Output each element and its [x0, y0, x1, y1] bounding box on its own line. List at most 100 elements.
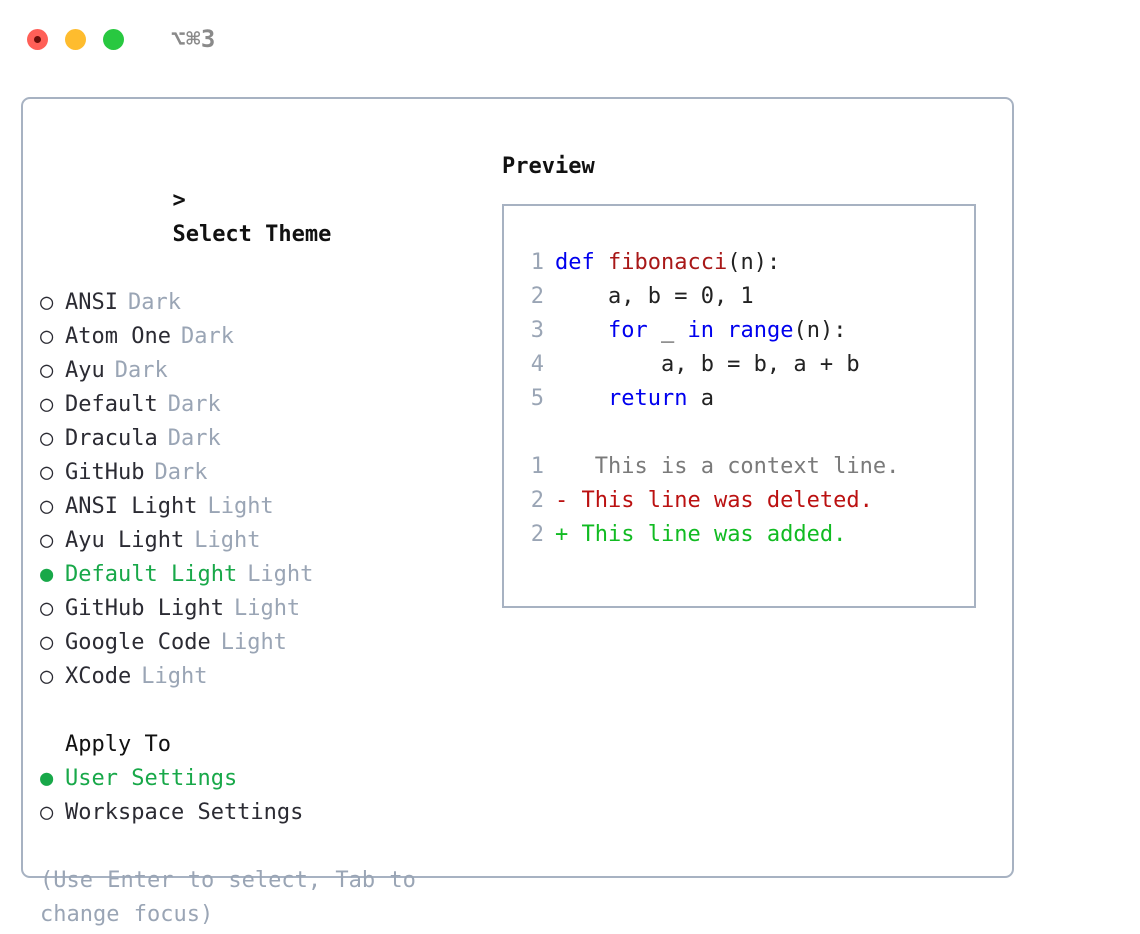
apply-to-option-workspace-settings[interactable]: ○ Workspace Settings: [40, 796, 480, 830]
code-token-kw: range: [727, 318, 794, 343]
apply-to-option-label: Workspace Settings: [65, 800, 304, 825]
theme-variant-tag: Light: [207, 494, 274, 519]
diff-line-text: This line was deleted.: [568, 488, 873, 513]
theme-option-label: Ayu: [65, 358, 105, 383]
code-line-text: def fibonacci(n):: [555, 246, 780, 280]
prompt-caret-icon: >: [172, 188, 186, 213]
code-line-text: return a: [555, 382, 714, 416]
window-controls: [27, 28, 124, 50]
code-token-pl: [714, 318, 727, 343]
code-token-fn: fibonacci: [607, 250, 728, 275]
spacer: [518, 416, 974, 450]
keyboard-shortcut-label: ⌥⌘3: [171, 25, 216, 53]
theme-variant-tag: Light: [247, 562, 314, 587]
code-token-pl: (n):: [793, 318, 847, 343]
radio-unselected-icon: ○: [40, 664, 54, 689]
radio-unselected-icon: ○: [40, 392, 54, 417]
radio-unselected-icon: ○: [40, 460, 54, 485]
line-number: 1: [530, 454, 544, 479]
radio-unselected-icon: ○: [40, 528, 54, 553]
theme-variant-tag: Light: [194, 528, 261, 553]
code-token-pl: _: [647, 318, 688, 343]
preview-heading: Preview: [502, 154, 595, 179]
code-token-pl: a, b = 0, 1: [555, 284, 754, 309]
line-number: 2: [530, 522, 544, 547]
code-line-text: a, b = b, a + b: [555, 348, 860, 382]
theme-option-label: Google Code: [65, 630, 211, 655]
diff-line-text: This is a context line.: [568, 454, 900, 479]
diff-marker: -: [555, 488, 569, 513]
code-line: 4 a, b = b, a + b: [518, 348, 974, 382]
theme-option-atom-one[interactable]: ○ Atom One Dark: [40, 320, 480, 354]
radio-unselected-icon: ○: [40, 426, 54, 451]
radio-unselected-icon: ○: [40, 290, 54, 315]
diff-line-add: 2+ This line was added.: [518, 518, 974, 552]
code-line: 5 return a: [518, 382, 974, 416]
radio-unselected-icon: ○: [40, 324, 54, 349]
theme-option-label: Atom One: [65, 324, 171, 349]
theme-option-ayu-light[interactable]: ○ Ayu Light Light: [40, 524, 480, 558]
radio-unselected-icon: ○: [40, 596, 54, 621]
maximize-button[interactable]: [103, 28, 124, 50]
minimize-button[interactable]: [65, 28, 86, 50]
code-token-kw: for: [607, 318, 648, 343]
theme-variant-tag: Dark: [167, 426, 221, 451]
theme-option-ansi-light[interactable]: ○ ANSI Light Light: [40, 490, 480, 524]
theme-variant-tag: Dark: [154, 460, 208, 485]
radio-unselected-icon: ○: [40, 494, 54, 519]
line-number: 2: [530, 284, 544, 309]
code-token-pl: a: [687, 386, 714, 411]
theme-variant-tag: Light: [233, 596, 301, 621]
line-number: 2: [530, 488, 544, 513]
code-token-pl: [555, 386, 608, 411]
apply-to-section: Apply To ●User Settings ○ Workspace Settin…: [40, 728, 480, 830]
theme-option-label: Default Light: [65, 562, 238, 587]
theme-option-default-light[interactable]: ● Default Light Light: [40, 558, 480, 592]
code-token-pl: a, b = b, a + b: [555, 352, 860, 377]
apply-to-heading: Apply To: [65, 732, 171, 757]
code-line: 2 a, b = 0, 1: [518, 280, 974, 314]
line-number: 1: [530, 250, 544, 275]
keyboard-hint: (Use Enter to select, Tab to change focu…: [40, 868, 416, 927]
diff-marker: [555, 450, 568, 484]
radio-selected-icon: ●: [40, 562, 54, 587]
theme-variant-tag: Dark: [180, 324, 234, 349]
close-button[interactable]: [27, 28, 48, 50]
code-token-kw: return: [607, 386, 688, 411]
line-number: 4: [530, 352, 544, 377]
apply-to-option-user-settings[interactable]: ●User Settings: [40, 762, 480, 796]
diff-line-ctx: 1 This is a context line.: [518, 450, 974, 484]
theme-variant-tag: Light: [220, 630, 287, 655]
apply-to-list: ●User Settings ○ Workspace Settings: [40, 762, 480, 830]
diff-line-text: This line was added.: [568, 522, 847, 547]
apply-to-option-label: User Settings: [65, 766, 238, 791]
code-token-pl: (n):: [727, 250, 781, 275]
theme-option-label: GitHub: [65, 460, 145, 485]
code-line: 3 for _ in range(n):: [518, 314, 974, 348]
theme-option-label: XCode: [65, 664, 132, 689]
diff-sample: 1 This is a context line. 2- This line wa…: [518, 450, 974, 552]
theme-option-label: Ayu Light: [65, 528, 185, 553]
code-line: 1 def fibonacci(n):: [518, 246, 974, 280]
theme-option-label: ANSI Light: [65, 494, 198, 519]
code-line-text: for _ in range(n):: [555, 314, 846, 348]
line-number: 3: [530, 318, 544, 343]
code-token-kw: in: [687, 318, 714, 343]
theme-variant-tag: Dark: [114, 358, 168, 383]
radio-unselected-icon: ○: [40, 800, 54, 825]
theme-option-github[interactable]: ○ GitHub Dark: [40, 456, 480, 490]
page-title: > Select Theme: [40, 150, 480, 286]
